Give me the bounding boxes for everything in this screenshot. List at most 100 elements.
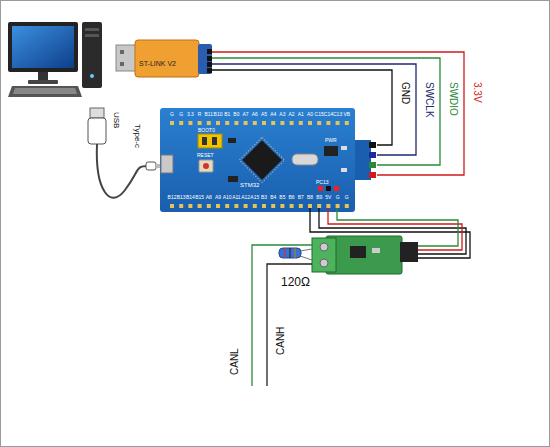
pin-name: A12 [241,195,250,200]
pin-name: A3 [279,112,285,117]
pin-name: G [336,195,340,200]
silk-label: BOOT0 [198,128,215,133]
header-pin [216,121,220,125]
header-pin [280,204,284,208]
pin-name: VB [343,112,350,117]
pin-name: B10 [214,112,223,117]
header-pin [308,121,312,125]
header-pin [225,121,229,125]
pin-name: 5V [325,195,331,200]
pin-name: B14 [186,195,195,200]
pin-name: A6 [252,112,258,117]
pin-name: 3.3 [187,112,194,117]
pin-name: B13 [177,195,186,200]
stm32-board [160,108,376,212]
device-name: ST-LINK V2 [139,60,176,67]
header-pin [326,204,330,208]
pin-name: A9 [215,195,221,200]
header-pin [216,204,220,208]
resistor-value: 120Ω [281,276,310,288]
usb-cable [88,108,161,198]
header-pin [244,204,248,208]
pin-name: C15 [315,112,324,117]
bus-line-name: CANL [230,348,240,375]
header-pin [336,121,340,125]
pin-name: G [345,195,349,200]
pin-name: B4 [270,195,276,200]
header-pin [244,121,248,125]
signal-name: SWCLK [424,82,434,118]
silk-label: RESET [197,153,214,158]
pin-name: A7 [243,112,249,117]
signal-name: SWDIO [448,82,458,116]
header-pin [271,121,275,125]
pin-name: B11 [205,112,214,117]
pin-name: B0 [233,112,239,117]
board-name: STM32 [240,182,259,188]
resistor-symbol [279,248,301,258]
can-transceiver-module [312,236,418,274]
can-bus-lines [252,245,312,386]
pin-name: A4 [270,112,276,117]
header-pin [336,204,340,208]
pin-name: A11 [232,195,241,200]
pin-name: C13 [333,112,342,117]
pin-name: C14 [324,112,333,117]
header-pin [170,121,174,125]
pin-name: B1 [224,112,230,117]
header-pin [280,121,284,125]
header-pin [262,121,266,125]
header-pin [179,121,183,125]
pin-name: A2 [289,112,295,117]
header-pin [317,204,321,208]
header-pin [308,204,312,208]
pin-name: A10 [223,195,232,200]
pin-name: A15 [250,195,259,200]
header-pin [290,121,294,125]
computer-icon [8,22,102,97]
header-pin [290,204,294,208]
header-pin [326,121,330,125]
header-pin [170,204,174,208]
pin-name: B9 [316,195,322,200]
pin-name: A0 [307,112,313,117]
pin-name: B6 [289,195,295,200]
header-pin [225,204,229,208]
port-name: USB [112,112,120,128]
pin-name: B15 [195,195,204,200]
header-pin [271,204,275,208]
header-pin [253,121,257,125]
pin-name: R [198,112,202,117]
pin-name: A8 [206,195,212,200]
header-pin [198,204,202,208]
header-pin [188,121,192,125]
header-pin [345,121,349,125]
pin-name: B8 [307,195,313,200]
header-pin [188,204,192,208]
header-pin [198,121,202,125]
signal-name: GND [400,82,410,104]
header-pin [317,121,321,125]
pin-name: A1 [298,112,304,117]
pin-name: G [170,112,174,117]
header-pin [207,204,211,208]
pin-name: B12 [168,195,177,200]
pin-name: B3 [261,195,267,200]
pin-name: G [179,112,183,117]
header-pin [345,204,349,208]
header-pin [234,204,238,208]
pin-name: A5 [261,112,267,117]
silk-label: PWR [325,138,337,143]
header-pin [262,204,266,208]
port-name: Type-c [133,124,141,148]
header-pin [207,121,211,125]
header-pin [234,121,238,125]
signal-name: 3.3V [472,82,482,103]
header-pin [253,204,257,208]
pin-name: B7 [298,195,304,200]
header-pin [299,204,303,208]
bus-line-name: CANH [276,327,286,355]
pin-name: B5 [279,195,285,200]
